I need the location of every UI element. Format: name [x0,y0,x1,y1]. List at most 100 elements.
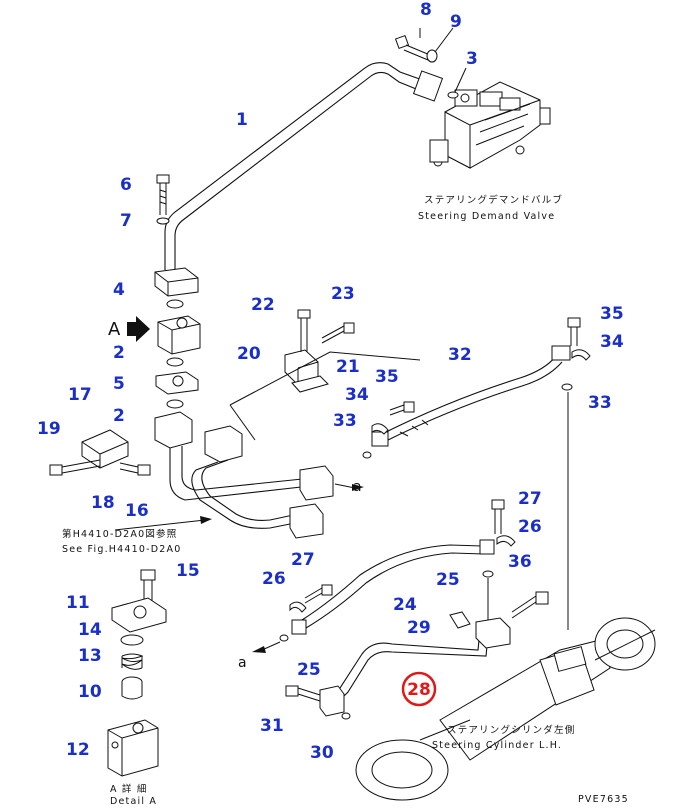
callout-21: 21 [336,357,360,377]
callout-13: 13 [78,646,102,666]
callout-11: 11 [66,593,90,613]
callout-10: 10 [78,682,102,702]
o-ring-2b [166,399,184,409]
clip-26-upper [496,535,516,547]
callout-9: 9 [450,12,462,32]
steering-demand-valve [429,81,551,169]
o-ring-25-upper [482,570,494,578]
callout-8: 8 [420,0,432,20]
callout-6: 6 [120,175,132,195]
o-ring-30 [341,712,351,720]
bolt-27-upper [491,499,505,534]
callout-25a: 25 [436,570,460,590]
callout-24: 24 [393,595,417,615]
callout-28-highlight[interactable]: 28 [401,671,437,707]
callout-2b: 2 [113,406,125,426]
callout-33a: 33 [588,393,612,413]
bolt-35-lower [389,401,415,416]
flange-5 [155,371,199,395]
washer-7 [156,217,170,225]
callout-35b: 35 [375,367,399,387]
clip-26-lower [289,601,307,613]
o-ring-2a [166,357,184,367]
callout-26b: 26 [262,569,286,589]
callout-22: 22 [251,295,275,315]
valve-caption-en: Steering Demand Valve [418,211,555,222]
callout-32: 32 [448,345,472,365]
bolt-31 [285,685,321,702]
o-ring-33-left [362,451,372,459]
callout-28: 28 [407,680,431,700]
bolt-23 [321,322,355,344]
spring-13 [121,653,144,670]
o-ring-14 [120,634,144,646]
callout-25b: 25 [297,660,321,680]
callout-30: 30 [310,743,334,763]
tube-1 [164,62,444,270]
callout-34b: 34 [345,385,369,405]
bracket-17 [81,429,129,469]
bolt-27-lower [304,584,333,604]
o-ring-25-lower [279,634,289,642]
detail-caption-jp: A 詳 細 [110,783,148,795]
steering-cylinder [355,617,656,801]
block-a [157,315,201,355]
callout-1: 1 [236,110,248,130]
detail-caption-en: Detail A [110,796,157,805]
callout-15: 15 [176,561,200,581]
hose-24 [291,539,495,635]
clamp-21 [291,375,329,393]
callout-23: 23 [331,284,355,304]
callout-27a: 27 [518,489,542,509]
o-ring-4 [166,299,184,309]
callout-18: 18 [91,493,115,513]
callout-7: 7 [120,211,132,231]
valve-10 [121,676,143,700]
callout-4: 4 [113,280,125,300]
bolt-19 [49,459,101,476]
detail-a [107,569,167,777]
reference-caption-en: See Fig.H4410-D2A0 [62,544,181,555]
callout-27b: 27 [291,550,315,570]
callout-35a: 35 [600,304,624,324]
connection-a-lower: a [238,655,247,671]
cylinder-caption-en: Steering Cylinder L.H. [432,740,562,751]
bolt-6 [156,174,170,215]
view-arrow-icon [127,316,150,342]
callout-33b: 33 [333,411,357,431]
o-ring-3 [447,91,459,99]
bolt-35-upper [567,317,581,346]
connection-a-upper: a [353,479,362,495]
callout-19: 19 [37,419,61,439]
callout-34a: 34 [600,332,624,352]
view-marker-a: A [108,319,121,340]
flange-upper [154,267,199,297]
bolt-22 [297,309,311,352]
clamp-29 [449,611,471,629]
clip-34-lower [371,423,389,435]
bolt-8 [394,34,431,61]
callout-labels: 8 9 3 1 6 7 4 A 2 5 2 17 19 18 16 22 23 … [37,0,624,763]
tube-16 [154,411,334,539]
callout-2a: 2 [113,343,125,363]
cylinder-caption-jp: ステアリングシリンダ左側 [447,724,575,736]
bolt-36 [511,591,549,619]
callout-36: 36 [508,552,532,572]
callout-12: 12 [66,740,90,760]
hose-32 [371,345,571,447]
valve-caption-jp: ステアリングデマンドバルブ [424,194,563,206]
reference-caption-jp: 第H4410-D2A0図参照 [62,528,177,540]
washer-9 [426,49,438,63]
callout-17: 17 [68,385,92,405]
bolt-18 [119,462,151,476]
tube-28 [319,617,511,717]
clip-34-upper [571,349,591,361]
callout-29: 29 [407,618,431,638]
block-12 [107,719,159,777]
o-ring-33-right [561,383,573,391]
callout-20: 20 [237,344,261,364]
figure-code: PVE7635 [578,794,629,805]
callout-3: 3 [466,49,478,69]
